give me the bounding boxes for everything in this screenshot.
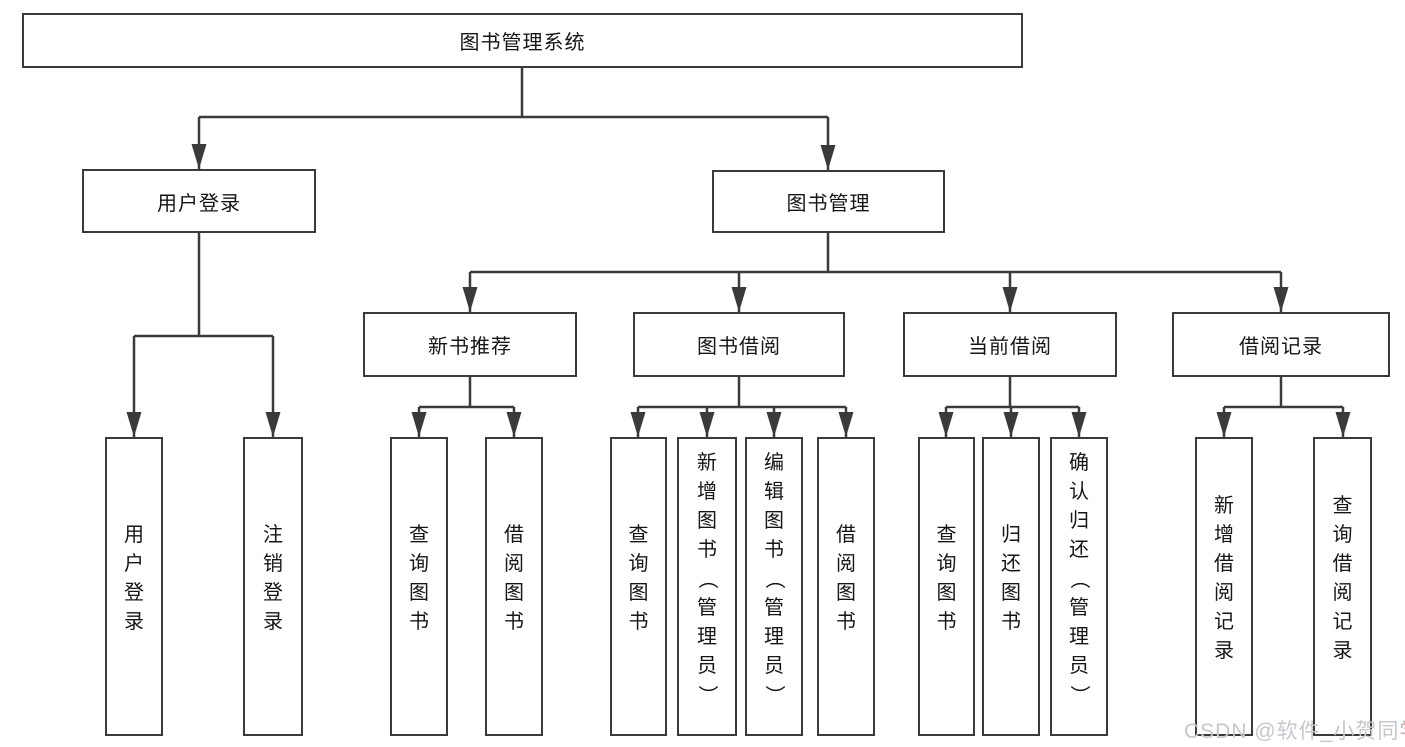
node-label: 当前借阅: [968, 336, 1052, 358]
node-label: 借阅图书: [836, 524, 856, 633]
csdn-watermark: CSDN @软件_小贺同学: [1184, 715, 1405, 745]
node-label: 用户登录: [157, 192, 241, 215]
leaf-current-confirm-return-admin: 确认归还（管理员）: [1050, 437, 1108, 736]
node-label: 新书推荐: [428, 336, 512, 358]
node-book-borrowing: 图书借阅: [633, 312, 845, 377]
watermark-text-accent: 学: [1399, 720, 1405, 743]
leaf-records-add-record: 新增借阅记录: [1195, 437, 1253, 736]
node-label: 新增图书（管理员）: [696, 451, 718, 705]
leaf-logout: 注销登录: [243, 437, 303, 736]
node-book-management: 图书管理: [712, 170, 945, 233]
node-current-borrowing: 当前借阅: [903, 312, 1117, 377]
leaf-borrow-query-books: 查询图书: [610, 437, 667, 736]
node-root-system: 图书管理系统: [22, 13, 1023, 68]
leaf-borrow-edit-books-admin: 编辑图书（管理员）: [745, 437, 803, 736]
watermark-text: CSDN @软件_小贺同: [1184, 720, 1400, 743]
leaf-borrow-add-books-admin: 新增图书（管理员）: [677, 437, 737, 736]
node-label: 图书借阅: [697, 336, 781, 358]
node-user-login: 用户登录: [82, 169, 316, 233]
leaf-current-return-books: 归还图书: [982, 437, 1040, 736]
node-label: 用户登录: [124, 524, 144, 633]
node-label: 查询图书: [409, 524, 429, 633]
leaf-current-query-books: 查询图书: [918, 437, 975, 736]
node-label: 查询图书: [628, 524, 649, 633]
leaf-records-query-record: 查询借阅记录: [1313, 437, 1372, 736]
node-label: 借阅记录: [1239, 336, 1323, 358]
node-label: 借阅图书: [504, 524, 524, 633]
node-label: 查询图书: [936, 524, 957, 633]
node-label: 编辑图书（管理员）: [763, 451, 785, 705]
leaf-newbook-query-books: 查询图书: [390, 437, 448, 736]
node-label: 注销登录: [263, 524, 283, 633]
node-label: 归还图书: [1001, 524, 1021, 633]
node-label: 图书管理系统: [459, 32, 586, 54]
node-label: 图书管理: [786, 193, 871, 215]
leaf-newbook-borrow-books: 借阅图书: [485, 437, 543, 736]
node-label: 确认归还（管理员）: [1068, 451, 1090, 705]
node-label: 新增借阅记录: [1214, 495, 1234, 662]
leaf-user-login: 用户登录: [105, 437, 163, 736]
node-label: 查询借阅记录: [1332, 495, 1353, 662]
node-borrowing-records: 借阅记录: [1172, 312, 1390, 377]
node-new-book-recommendation: 新书推荐: [363, 312, 577, 377]
leaf-borrow-borrow-books: 借阅图书: [817, 437, 875, 736]
